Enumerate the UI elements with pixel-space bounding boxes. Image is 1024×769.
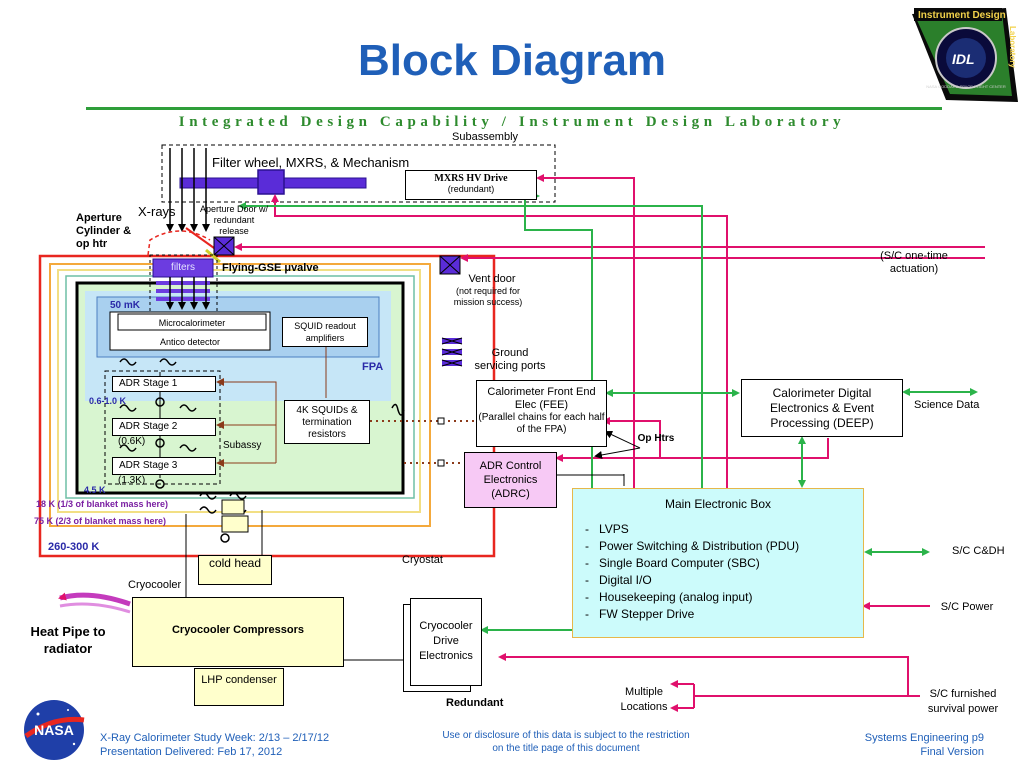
filters-block [152,258,214,278]
mxrs-hv-drive-box: MXRS HV Drive (redundant) [405,170,537,200]
aperture-door-line [185,227,215,249]
meb-title: Main Electronic Box [664,497,772,511]
stage-75k-label: 75 K (2/3 of blanket mass here) [34,516,167,526]
footer-disclosure: Use or disclosure of this data is subjec… [442,730,690,754]
range-06-10k-label: 0.6-1.0 K [89,396,127,406]
microcalorimeter-label: Microcalorimeter [158,318,226,328]
vent-door-label: Vent door [468,273,516,285]
flying-gse-label: Flying-GSE μvalve [222,262,319,274]
footer-right-1: Systems Engineering p9 [864,732,984,744]
cold-head-stack-2 [221,515,249,533]
survival-power-line [498,653,909,696]
stage-50mk-label: 50 mK [110,300,141,311]
subassembly-label: Subassembly [452,131,519,143]
vent-door-note: (not required for mission success) [453,286,523,307]
cryostat-label: Cryostat [402,554,443,566]
footer-right-2: Final Version [920,746,984,758]
idl-logo-ring-text: NASA GODDARD SPACE FLIGHT CENTER [926,84,1006,89]
filter-wheel-hub [257,169,285,195]
adrc-meb-line [557,474,625,486]
stage-45k-label: 4.5 K [84,485,106,495]
sc-power-label: S/C Power [940,601,994,613]
meb-to-mxrs-power [536,174,635,488]
meb-item: - Power Switching & Distribution (PDU) [585,539,800,553]
xrays-label: X-rays [138,204,176,219]
multiple-locations-label: Multiple Locations [620,686,668,713]
adr-stage-2-box: ADR Stage 2 [112,418,216,436]
idl-logo-center-text: IDL [952,51,975,67]
filters-label: filters [171,262,195,273]
cold-head-box: cold head [198,555,272,585]
aperture-door-label: Aperture Door w/ redundant release [199,204,269,236]
mxrs-hv-drive-sub: (redundant) [447,184,495,194]
fee-title: Calorimeter Front End Elec (FEE) [487,386,596,411]
meb-item: - LVPS [585,522,629,536]
subassy-label: Subassy [223,440,262,451]
heat-pipe-arrow [58,592,131,607]
flying-gse-valve [205,248,221,264]
idl-logo-top-text: Instrument Design [918,10,1006,21]
aperture-cylinder-outline [147,230,211,256]
heat-pipe-label: Heat Pipe to radiator [30,624,106,656]
deep-box: Calorimeter Digital Electronics & Event … [741,379,903,437]
op-htrs-arrow-2 [594,447,641,459]
footer-left-1: X-Ray Calorimeter Study Week: 2/13 – 2/1… [100,732,330,744]
lhp-condenser-box: LHP condenser [194,668,284,706]
fee-box: Calorimeter Front End Elec (FEE) (Parall… [476,380,607,447]
adrc-box: ADR Control Electronics (ADRC) [464,452,557,508]
adr-stage-2-temp: (0.6K) [118,436,146,447]
squids-4k-box: 4K SQUIDs & termination resistors [284,400,370,444]
adr-stage-3-temp: (1.3K) [118,475,146,486]
footer-left-2: Presentation Delivered: Feb 17, 2012 [100,746,283,758]
title-divider [86,107,942,110]
cryocooler-drive-electronics-box: Cryocooler Drive Electronics [410,598,482,686]
meb-item: - Housekeeping (analog input) [585,590,753,604]
adr-control-line-1 [216,378,277,463]
mxrs-hv-drive-title: MXRS HV Drive [434,173,508,184]
page-subtitle: Integrated Design Capability / Instrumen… [178,114,846,130]
main-electronic-box: Main Electronic Box - LVPS - Power Switc… [572,488,864,638]
stage-260-300k-label: 260-300 K [48,541,100,553]
science-data-label: Science Data [914,399,980,411]
nasa-logo: NASA [18,696,90,764]
sc-cdh-label: S/C C&DH [952,545,1005,557]
antico-label: Antico detector [159,337,221,347]
stage-18k-label: 18 K (1/3 of blanket mass here) [36,499,169,509]
adr-stage-1-box: ADR Stage 1 [112,376,216,392]
aperture-cylinder-label: Aperture Cylinder & op htr [76,212,132,250]
idl-logo-side-text: Laboratory [1008,26,1017,68]
subassembly-box [161,144,556,203]
page-title: Block Diagram [357,36,667,85]
filter-wheel-label: Filter wheel, MXRS, & Mechanism [212,155,410,170]
meb-item: - Single Board Computer (SBC) [585,556,760,570]
redundant-label: Redundant [446,697,504,709]
op-htrs-arrow-1 [604,430,641,449]
fpa-label: FPA [362,361,384,373]
sc-survival-power-label: S/C furnished survival power [927,688,999,715]
idl-logo: Instrument Design Laboratory IDL NASA GO… [906,4,1022,108]
cryocooler-compressors-box: Cryocooler Compressors [132,597,344,667]
ground-servicing-ports-symbols [441,337,463,367]
survival-power-locations [678,683,920,709]
adr-stage-3-box: ADR Stage 3 [112,457,216,475]
meb-items-list: - LVPS - Power Switching & Distribution … [585,521,863,623]
sc-one-time-label: (S/C one-time actuation) [880,250,948,275]
ground-ports-label: Ground servicing ports [474,347,546,372]
filters-stack-outline [149,254,218,313]
cold-head-stack-1 [221,499,245,515]
op-htrs-label: Op Htrs [637,433,675,444]
cryocooler-label: Cryocooler [128,579,182,591]
nasa-logo-text: NASA [34,722,74,738]
squid-readout-box: SQUID readout amplifiers [282,317,368,347]
fee-note: (Parallel chains for each half of the FP… [478,412,605,435]
meb-item: - FW Stepper Drive [585,607,695,621]
meb-item: - Digital I/O [585,573,652,587]
microcalorimeter-tray [117,313,267,331]
